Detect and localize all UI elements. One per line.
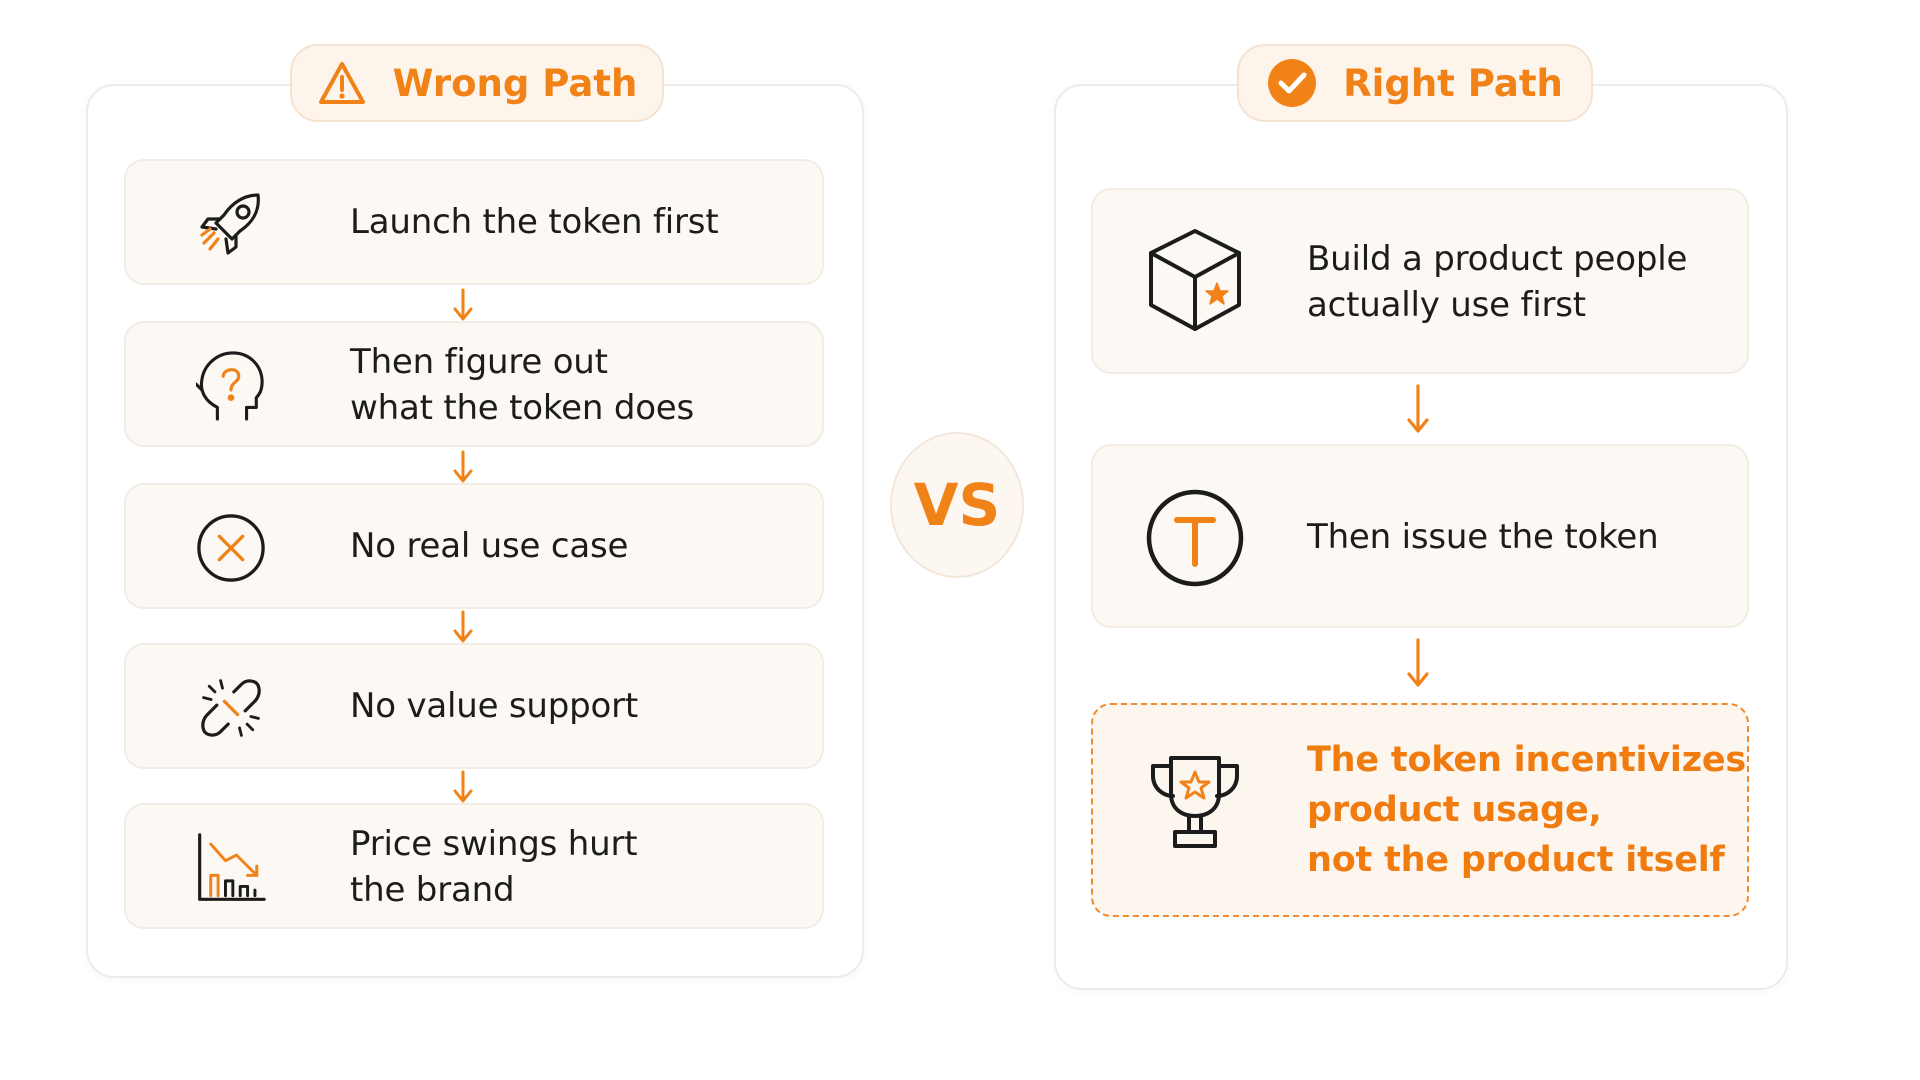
step-label: Build a product people actually use firs… bbox=[1307, 236, 1687, 328]
broken-link-icon bbox=[196, 673, 266, 743]
down-arrow-icon bbox=[453, 450, 473, 483]
check-circle-icon bbox=[1267, 58, 1317, 108]
warning-triangle-icon bbox=[317, 60, 367, 106]
step-line: actually use first bbox=[1307, 285, 1586, 325]
step-line: Then issue the token bbox=[1307, 517, 1659, 557]
box-star-icon bbox=[1145, 229, 1245, 331]
right-step-token-incentivizes: The token incentivizes product usage, no… bbox=[1091, 703, 1749, 917]
step-line: product usage, bbox=[1307, 790, 1602, 830]
step-line: Then figure out bbox=[350, 342, 608, 382]
wrong-step-figure-out: Then figure out what the token does bbox=[124, 321, 824, 447]
step-line: Launch the token first bbox=[350, 202, 719, 242]
down-arrow-icon bbox=[453, 610, 473, 643]
rocket-icon bbox=[196, 189, 266, 259]
step-label: Launch the token first bbox=[350, 199, 719, 245]
step-line: Price swings hurt bbox=[350, 824, 638, 864]
step-label: Price swings hurt the brand bbox=[350, 821, 638, 913]
wrong-step-launch-token: Launch the token first bbox=[124, 159, 824, 285]
declining-chart-icon bbox=[196, 833, 266, 903]
down-arrow-icon bbox=[1407, 638, 1429, 687]
step-label: The token incentivizes product usage, no… bbox=[1307, 735, 1746, 885]
step-label: Then issue the token bbox=[1307, 514, 1659, 560]
step-line: Build a product people bbox=[1307, 239, 1688, 279]
right-path-header: Right Path bbox=[1237, 44, 1593, 122]
wrong-path-header: Wrong Path bbox=[290, 44, 664, 122]
step-label: Then figure out what the token does bbox=[350, 339, 694, 431]
trophy-star-icon bbox=[1145, 755, 1245, 855]
down-arrow-icon bbox=[453, 770, 473, 803]
step-line: No value support bbox=[350, 686, 639, 726]
step-label: No value support bbox=[350, 683, 638, 729]
step-label: No real use case bbox=[350, 523, 628, 569]
vs-label: VS bbox=[913, 471, 1001, 539]
down-arrow-icon bbox=[1407, 384, 1429, 433]
down-arrow-icon bbox=[453, 288, 473, 321]
step-line: what the token does bbox=[350, 388, 695, 428]
step-line: the brand bbox=[350, 870, 515, 910]
step-line: not the product itself bbox=[1307, 840, 1725, 880]
wrong-step-no-value: No value support bbox=[124, 643, 824, 769]
step-line: No real use case bbox=[350, 526, 629, 566]
head-question-icon bbox=[196, 351, 266, 421]
x-circle-icon bbox=[196, 513, 266, 583]
right-step-issue-token: Then issue the token bbox=[1091, 444, 1749, 628]
right-step-build-product: Build a product people actually use firs… bbox=[1091, 188, 1749, 374]
wrong-step-price-swings: Price swings hurt the brand bbox=[124, 803, 824, 929]
vs-badge: VS bbox=[890, 432, 1024, 578]
wrong-path-title: Wrong Path bbox=[392, 61, 638, 105]
right-path-title: Right Path bbox=[1343, 61, 1563, 105]
step-line: The token incentivizes bbox=[1307, 740, 1747, 780]
wrong-step-no-use-case: No real use case bbox=[124, 483, 824, 609]
token-t-icon bbox=[1145, 488, 1245, 588]
